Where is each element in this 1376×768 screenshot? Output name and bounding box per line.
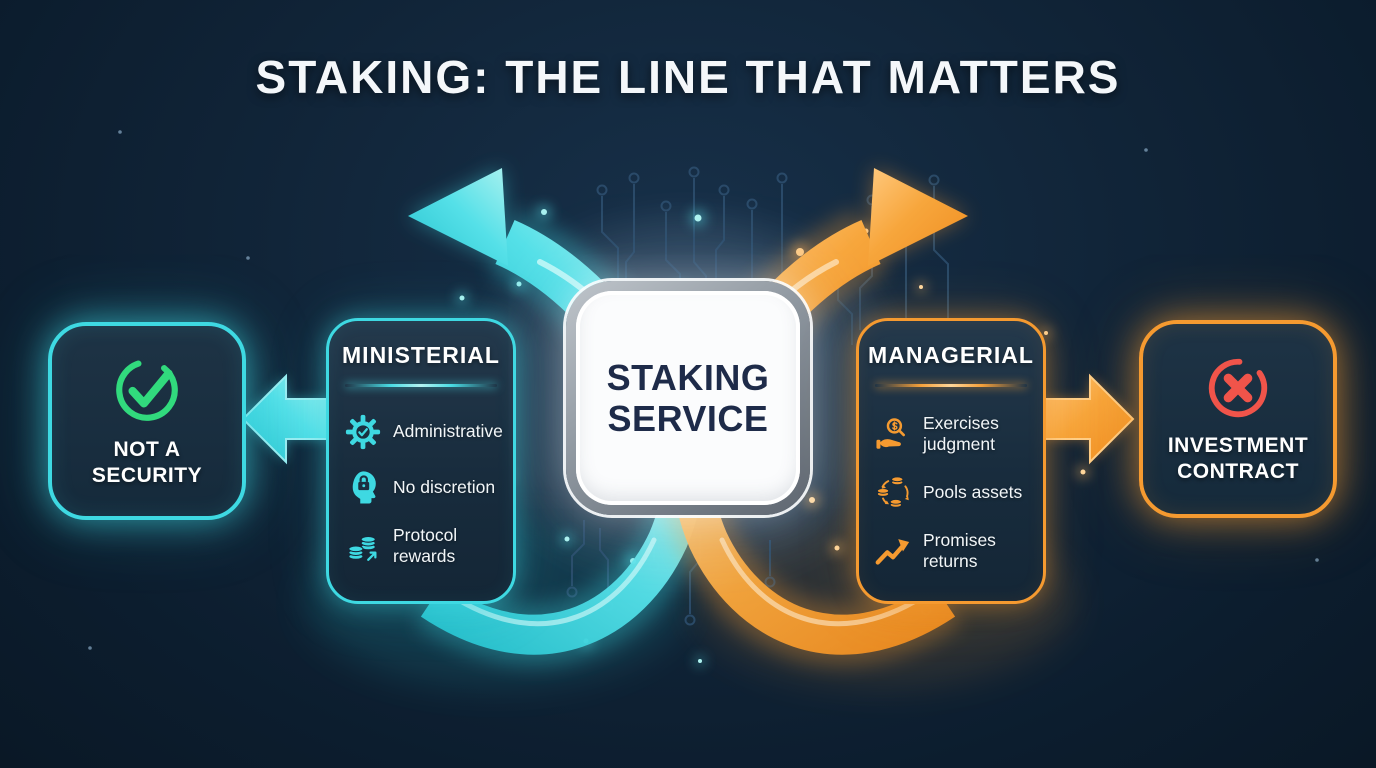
trend-up-icon bbox=[875, 539, 910, 565]
list-item: Pools assets bbox=[874, 474, 1031, 512]
list-item: No discretion bbox=[344, 469, 501, 507]
left-block-arrow-icon bbox=[241, 373, 333, 465]
investment-contract-box: INVESTMENT CONTRACT bbox=[1139, 320, 1337, 518]
list-item: Exercises judgment bbox=[874, 413, 1031, 456]
coins-reward-icon bbox=[348, 536, 377, 562]
pooled-coins-icon bbox=[876, 476, 909, 508]
not-a-security-label: NOT A SECURITY bbox=[91, 438, 203, 487]
staking-service-box: STAKING SERVICE bbox=[566, 281, 810, 515]
managerial-card: MANAGERIAL Exercises judgment bbox=[856, 318, 1046, 604]
x-circle-icon bbox=[1208, 359, 1268, 418]
list-item: Administrative bbox=[344, 413, 503, 451]
staking-service-label: STAKING SERVICE bbox=[576, 291, 800, 505]
managerial-card-title: MANAGERIAL bbox=[868, 342, 1034, 368]
investment-contract-label: INVESTMENT CONTRACT bbox=[1167, 434, 1309, 483]
gear-check-icon bbox=[345, 414, 381, 450]
ministerial-card: MINISTERIAL bbox=[326, 318, 516, 604]
divider bbox=[345, 384, 497, 387]
list-item: Promises returns bbox=[874, 530, 1031, 573]
ministerial-card-title: MINISTERIAL bbox=[342, 342, 500, 368]
list-item: Protocol rewards bbox=[344, 525, 501, 568]
ministerial-items: Administrative No discretion bbox=[329, 413, 513, 568]
page-title: STAKING: THE LINE THAT MATTERS bbox=[255, 51, 1121, 103]
head-lock-icon bbox=[352, 471, 376, 504]
check-circle-icon bbox=[116, 359, 178, 422]
managerial-items: Exercises judgment Pools assets bbox=[859, 413, 1043, 572]
hand-magnifier-dollar-icon bbox=[876, 418, 905, 450]
divider bbox=[875, 384, 1027, 387]
right-block-arrow-icon bbox=[1043, 373, 1135, 465]
not-a-security-box: NOT A SECURITY bbox=[48, 322, 246, 520]
